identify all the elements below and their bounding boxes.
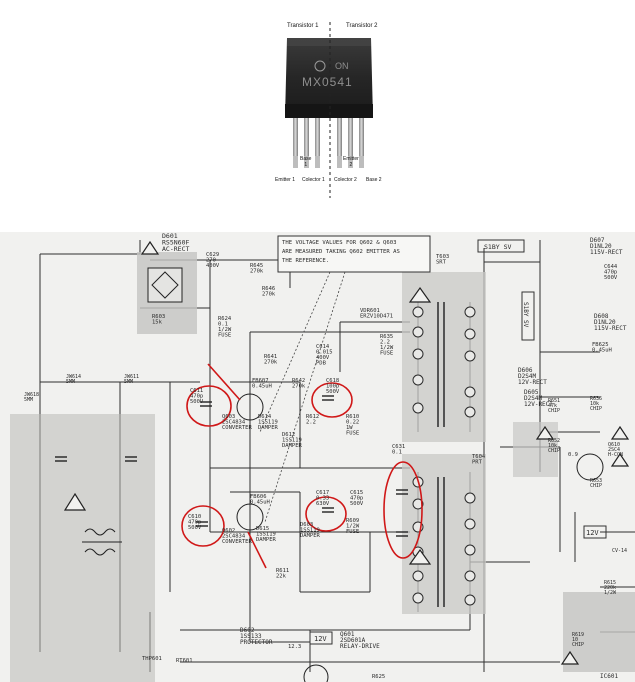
marking-part: MX0541: [302, 75, 353, 89]
bridge-rectifier: [147, 267, 183, 303]
package-photo-panel: Transistor 1 Transistor 2: [0, 0, 635, 232]
pin-label-emitter-2: Emitter 2: [343, 156, 359, 168]
capacitor-symbols: [55, 395, 408, 537]
transistor-symbols: [236, 393, 604, 682]
label-rt601: RT601: [176, 658, 193, 664]
label-slbysv2: S1BY SV: [522, 302, 529, 328]
transistor-1-label: Transistor 1: [287, 23, 319, 29]
line-filter-coil: [82, 528, 122, 556]
voltage-note-box: [277, 235, 431, 273]
transformer-core: [437, 302, 445, 607]
red-highlight-circles: [181, 363, 423, 569]
input-filter-shaded-block: [10, 414, 155, 682]
label-v12b: 12V: [586, 529, 599, 537]
warning-triangle-icons: [63, 240, 630, 665]
transistor-package: [285, 22, 373, 198]
label-s1bysv: S1BY SV: [484, 243, 511, 251]
label-v09: 0.9: [568, 452, 578, 458]
label-r625: R625: [372, 674, 385, 680]
label-thp601: THP601: [142, 656, 162, 662]
label-v12: 12V: [314, 635, 327, 643]
note-leader-lines: [259, 271, 346, 523]
pin-label-base-2: Base 2: [366, 177, 382, 183]
transistor-2-label: Transistor 2: [346, 23, 378, 29]
s1bysv-vertical-label-box: [521, 291, 535, 341]
s1bysv-top-label-box: [477, 239, 525, 253]
marking-prefix: ON: [335, 61, 349, 71]
right-mid-shaded-block: [513, 422, 558, 477]
v12-label-box: [309, 631, 333, 645]
v12b-label-box: [583, 525, 607, 539]
transformer-coils: [412, 306, 476, 606]
label-v123: 12.3: [288, 644, 301, 650]
label-ic601: IC601: [600, 673, 618, 680]
label-cv: CV-14: [612, 548, 627, 554]
pin-label-base-1: Base 1: [300, 156, 312, 168]
package-pins: [293, 118, 364, 168]
pin-label-collector-2: Colector 2: [334, 177, 357, 183]
pin-label-collector-1: Colector 1: [302, 177, 325, 183]
on-logo-icon: [314, 60, 326, 72]
pin-label-emitter-1: Emitter 1: [275, 177, 296, 183]
